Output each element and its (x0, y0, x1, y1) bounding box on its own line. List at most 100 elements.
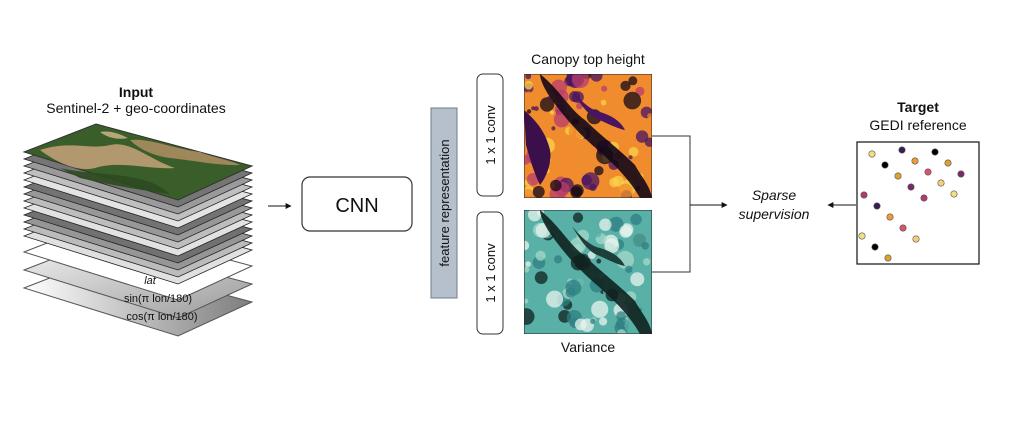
map-texture (604, 238, 620, 254)
variance-title: Variance (561, 339, 615, 355)
map-texture (524, 189, 534, 198)
map-texture (535, 250, 546, 261)
gedi-point (899, 224, 907, 232)
map-texture (528, 210, 542, 222)
map-texture (591, 300, 609, 318)
map-texture (524, 298, 529, 304)
map-texture (594, 230, 602, 238)
gedi-point (907, 183, 915, 191)
gedi-point (860, 191, 868, 199)
map-texture (590, 318, 596, 324)
map-texture (600, 99, 607, 106)
map-texture (565, 279, 582, 296)
map-texture (546, 290, 564, 308)
sentinel2-rgb-layer (22, 123, 254, 201)
map-texture (550, 179, 562, 192)
gedi-points (858, 146, 965, 262)
gedi-point (871, 243, 879, 251)
conv-label-top: 1 x 1 conv (483, 105, 498, 165)
map-texture (599, 317, 608, 326)
map-texture (603, 266, 616, 279)
map-texture (549, 110, 555, 115)
conv-box-bottom (476, 211, 504, 335)
map-texture (524, 240, 530, 251)
variance-map (524, 210, 652, 334)
map-texture (599, 218, 612, 231)
gedi-point (886, 213, 894, 221)
gedi-point (924, 168, 932, 176)
input-title: Input (119, 84, 154, 100)
map-texture (630, 213, 642, 226)
canopy-height-map (524, 74, 652, 198)
gedi-point (912, 235, 920, 243)
gedi-point (873, 202, 881, 210)
gedi-point (937, 179, 945, 187)
gedi-point (858, 232, 866, 240)
supervision-line1: Sparse (752, 187, 797, 203)
gedi-point (911, 157, 919, 165)
map-texture (623, 91, 642, 110)
gedi-point (920, 194, 928, 202)
gedi-point (944, 159, 952, 167)
gedi-point (957, 170, 965, 178)
map-texture (581, 172, 600, 190)
layer-label-lat: lat (144, 275, 157, 287)
canopy-height-title: Canopy top height (531, 51, 645, 67)
map-texture (572, 212, 584, 223)
map-texture (590, 74, 603, 82)
gedi-point (898, 146, 906, 154)
map-texture (625, 114, 637, 125)
map-texture (539, 97, 555, 112)
gedi-point (894, 172, 902, 180)
map-texture (647, 113, 652, 119)
feature-representation-box (430, 107, 458, 299)
map-texture (625, 265, 633, 273)
map-texture (620, 80, 631, 91)
map-texture (596, 258, 602, 264)
map-texture (617, 183, 633, 198)
input-subtitle: Sentinel-2 + geo-coordinates (46, 100, 225, 116)
layer-label-cos-lon: cos(π lon/180) (126, 311, 197, 323)
map-texture (525, 261, 531, 267)
map-texture (641, 156, 652, 167)
target-subtitle: GEDI reference (869, 117, 966, 133)
map-texture (628, 76, 638, 86)
map-texture (641, 242, 649, 250)
map-texture (584, 212, 598, 226)
map-texture (534, 271, 548, 284)
map-texture (594, 166, 604, 176)
map-texture (616, 329, 627, 334)
map-texture (576, 229, 590, 243)
map-texture (635, 130, 649, 143)
conv-box-top (476, 73, 504, 197)
map-texture (551, 126, 556, 131)
map-texture (609, 177, 619, 188)
gedi-point (931, 148, 939, 156)
map-texture (576, 102, 583, 110)
gedi-point (950, 190, 958, 198)
map-texture (630, 272, 645, 287)
map-texture (524, 81, 533, 90)
map-texture (570, 186, 583, 198)
layer-label-sin-lon: sin(π lon/180) (124, 293, 192, 305)
map-texture (609, 80, 617, 88)
map-texture (524, 266, 530, 273)
connector-canopy (652, 135, 691, 205)
map-texture (608, 216, 624, 232)
input-layer-stack: lat sin(π lon/180) cos(π lon/180) (22, 123, 254, 337)
map-texture (526, 109, 532, 114)
conv-label-bottom: 1 x 1 conv (483, 243, 498, 303)
map-texture (524, 308, 535, 325)
map-texture (628, 155, 633, 160)
feature-representation-label: feature representation (437, 139, 452, 266)
map-texture (526, 91, 532, 97)
map-texture (534, 106, 539, 111)
map-texture (571, 74, 590, 88)
map-texture (601, 85, 608, 92)
gedi-point (868, 150, 876, 158)
map-texture (554, 255, 563, 264)
target-title: Target (897, 99, 939, 115)
connector-variance (652, 205, 691, 273)
map-texture (628, 147, 639, 157)
